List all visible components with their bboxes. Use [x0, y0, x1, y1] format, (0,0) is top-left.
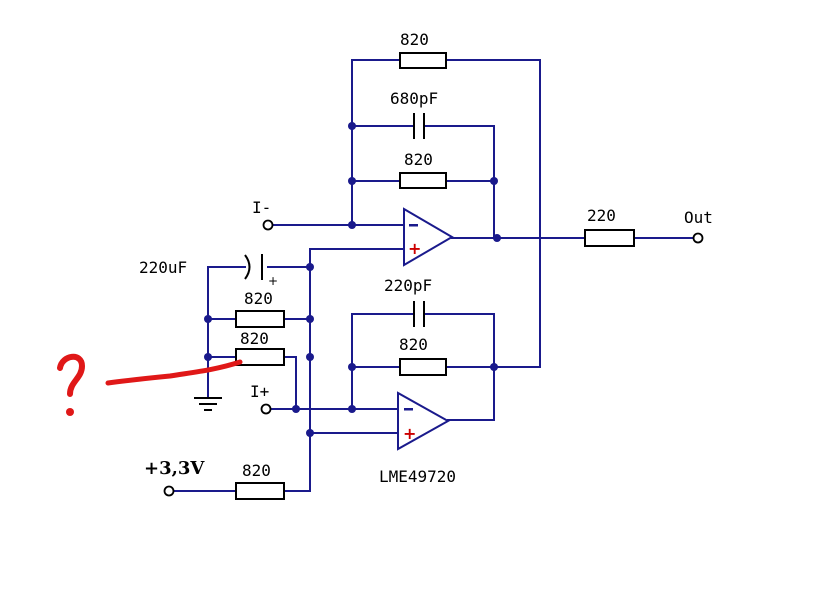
- terminal-input-minus: I-: [252, 198, 274, 231]
- resistor-r-bias-2: 820: [235, 329, 285, 366]
- opamp-part-label: LME49720: [379, 467, 456, 486]
- red-arrow-stroke: [105, 359, 243, 386]
- capacitor-c-bias-label: 220uF: [139, 258, 187, 277]
- resistor-r-fb-bottom: 820: [399, 335, 447, 376]
- resistor-r-fb-bottom-label: 820: [399, 335, 428, 354]
- input-minus-label: I-: [252, 198, 271, 217]
- resistor-r-out: 220: [584, 206, 635, 247]
- red-annotation: ?: [57, 353, 243, 416]
- capacitor-c-fb-bottom-label: 220pF: [384, 276, 432, 295]
- supply-label: +3,3V: [144, 458, 205, 479]
- resistor-r-fb-mid-label: 820: [404, 150, 433, 169]
- capacitor-c-bias: + 220uF: [139, 254, 278, 288]
- capacitor-c-fb-bottom: 220pF: [384, 276, 432, 327]
- output-label: Out: [684, 208, 713, 227]
- red-question-dot: [66, 408, 74, 416]
- resistor-r-bias-1-label: 820: [244, 289, 273, 308]
- svg-text:+: +: [268, 274, 278, 288]
- opamp-top: +: [403, 207, 454, 267]
- resistor-r-bias-2-label: 820: [240, 329, 269, 348]
- capacitor-c-fb-top: 680pF: [390, 89, 438, 139]
- capacitor-c-fb-top-label: 680pF: [390, 89, 438, 108]
- wires: [172, 59, 695, 492]
- resistor-r-bias-1: 820: [235, 289, 285, 328]
- terminal-supply: +3,3V: [144, 458, 205, 497]
- resistor-r-out-label: 220: [587, 206, 616, 225]
- opamp-bottom: + LME49720: [379, 391, 456, 486]
- red-question-mark: [57, 353, 85, 397]
- resistor-r-fb-top: 820: [399, 30, 447, 69]
- terminal-input-plus: I+: [250, 382, 272, 415]
- terminal-output: Out: [684, 208, 713, 244]
- ground-symbol: [194, 397, 222, 411]
- resistor-r-fb-top-label: 820: [400, 30, 429, 49]
- svg-text:+: +: [408, 239, 421, 258]
- resistor-r-supply: 820: [235, 461, 285, 500]
- svg-text:+: +: [403, 424, 416, 443]
- junction-nodes: [204, 122, 501, 437]
- resistor-r-supply-label: 820: [242, 461, 271, 480]
- resistor-r-fb-mid: 820: [399, 150, 447, 189]
- input-plus-label: I+: [250, 382, 269, 401]
